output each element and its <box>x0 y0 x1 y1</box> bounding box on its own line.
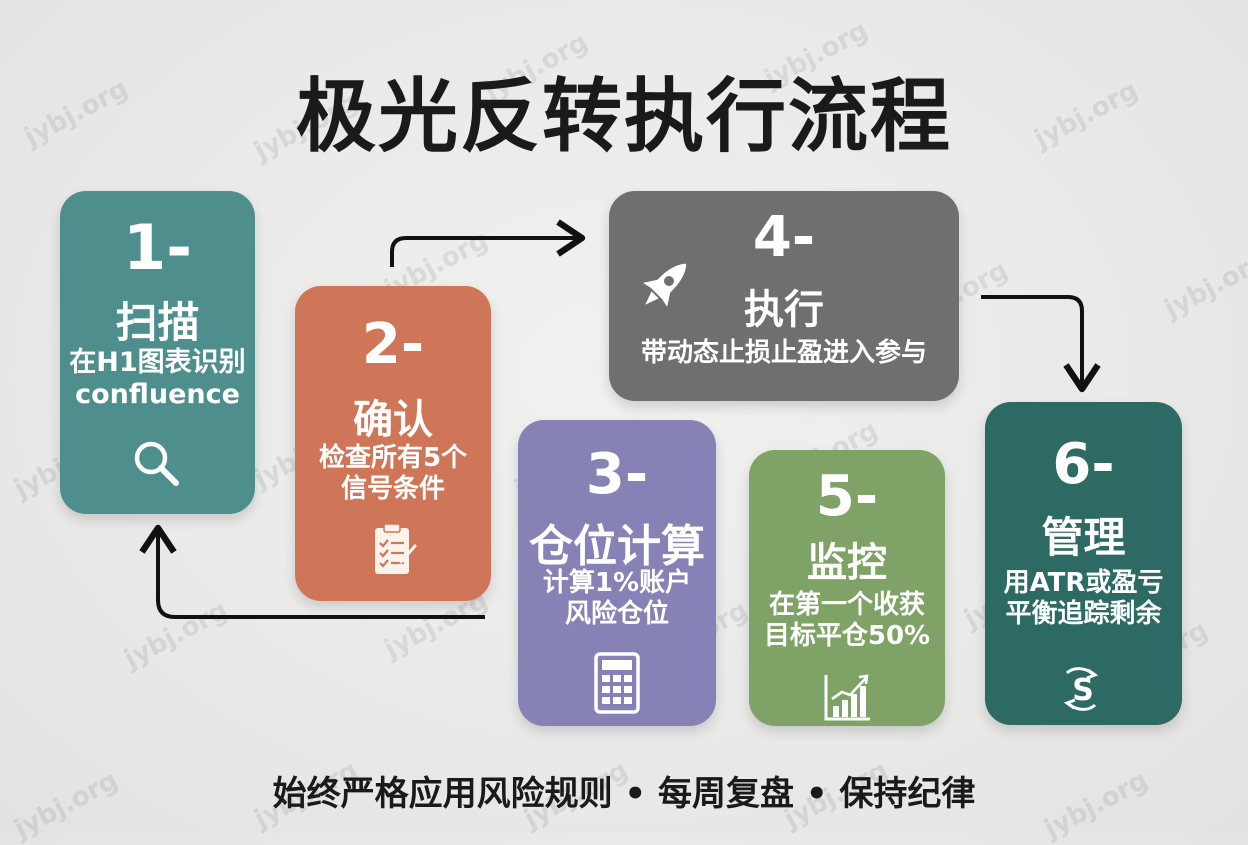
step-1-description-line: confluence <box>75 378 240 410</box>
step-5-label: 监控 <box>807 540 887 586</box>
arrow-step3-back-to-step1 <box>139 524 485 619</box>
step-4-description: 带动态止损止盈进入参与 <box>609 338 959 369</box>
rocket-icon <box>643 263 687 307</box>
step-2-description-line: 检查所有5个 <box>318 443 468 473</box>
step-4-number: 4- <box>752 205 816 270</box>
step-3-description-line: 计算1%账户 <box>542 568 692 598</box>
step-6-description: 用ATR或盈亏 平衡追踪剩余 <box>985 568 1182 629</box>
step-6-number: 6- <box>1052 432 1115 497</box>
step-5-card: 5- 监控 在第一个收获 目标平仓50% <box>749 450 945 726</box>
step-3-card: 3- 仓位计算 计算1%账户 风险仓位 <box>518 420 716 726</box>
step-5-description-line: 在第一个收获 <box>768 590 925 620</box>
arrow-step4-to-step6 <box>981 295 1101 393</box>
step-4-description-line: 带动态止损止盈进入参与 <box>640 338 927 368</box>
svg-text:S: S <box>1072 673 1094 708</box>
step-5-description: 在第一个收获 目标平仓50% <box>749 590 945 651</box>
step-4-label: 执行 <box>744 287 824 333</box>
step-6-card: 6- 管理 用ATR或盈亏 平衡追踪剩余 S <box>985 402 1182 725</box>
step-1-card: 1- 扫描 在H1图表识别 confluence <box>60 191 255 514</box>
step-6-description-line: 平衡追踪剩余 <box>1005 598 1162 629</box>
chart-growth-icon <box>824 674 870 721</box>
step-1-description: 在H1图表识别 confluence <box>60 347 255 411</box>
step-5-number: 5- <box>815 464 879 529</box>
step-3-description: 计算1%账户 风险仓位 <box>518 568 716 629</box>
step-2-card: 2- 确认 检查所有5个 信号条件 <box>295 286 491 601</box>
checklist-icon <box>375 523 417 574</box>
arrow-step2-to-step4 <box>390 219 586 267</box>
step-6-description-line: 用ATR或盈亏 <box>1003 568 1164 598</box>
step-5-description-line: 目标平仓50% <box>763 620 931 651</box>
step-1-number: 1- <box>123 211 192 284</box>
step-1-description-line: 在H1图表识别 <box>69 347 246 378</box>
calculator-icon <box>594 652 640 714</box>
step-3-description-line: 风险仓位 <box>564 598 669 629</box>
search-icon <box>134 441 179 486</box>
step-3-number: 3- <box>585 442 649 507</box>
step-4-card: 4- 执行 带动态止损止盈进入参与 <box>609 191 959 401</box>
step-2-number: 2- <box>361 312 425 377</box>
step-3-label: 仓位计算 <box>529 521 705 572</box>
step-6-label: 管理 <box>1041 513 1126 562</box>
step-1-label: 扫描 <box>115 298 200 347</box>
refresh-cycle-icon: S <box>1063 667 1099 711</box>
step-2-description-line: 信号条件 <box>340 473 445 504</box>
diagram-title: 极光反转执行流程 <box>296 70 952 163</box>
step-2-description: 检查所有5个 信号条件 <box>295 443 491 504</box>
footer-note: 始终严格应用风险规则 • 每周复盘 • 保持纪律 <box>272 774 976 814</box>
step-2-label: 确认 <box>353 397 433 443</box>
